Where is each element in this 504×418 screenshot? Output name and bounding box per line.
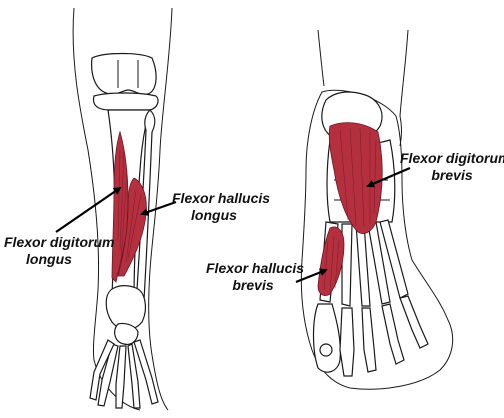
label-fhb-line1: Flexor hallucis — [206, 260, 300, 277]
label-fdb-line1: Flexor digitorum — [400, 150, 504, 167]
label-fhl-line1: Flexor hallucis — [172, 190, 256, 207]
label-flexor-hallucis-brevis: Flexor hallucis brevis — [206, 260, 300, 294]
tibia-head — [94, 93, 158, 110]
label-fdb-line2: brevis — [400, 167, 504, 184]
arrow-flexor-digitorum-longus — [56, 188, 120, 232]
talus — [106, 286, 145, 330]
label-flexor-digitorum-brevis: Flexor digitorum brevis — [400, 150, 504, 184]
foot-drawing — [301, 30, 452, 389]
label-fhb-line2: brevis — [206, 277, 300, 294]
label-fdl-line1: Flexor digitorum — [4, 234, 94, 251]
label-fhl-line2: longus — [172, 207, 256, 224]
femur-condyles — [92, 54, 156, 95]
label-flexor-digitorum-longus: Flexor digitorum longus — [4, 234, 94, 268]
label-fdl-line2: longus — [4, 251, 94, 268]
toe-bones — [314, 296, 429, 376]
foot-bones-posterior — [90, 340, 158, 408]
flexor-hallucis-brevis-muscle — [318, 227, 344, 296]
label-flexor-hallucis-longus: Flexor hallucis longus — [172, 190, 256, 224]
